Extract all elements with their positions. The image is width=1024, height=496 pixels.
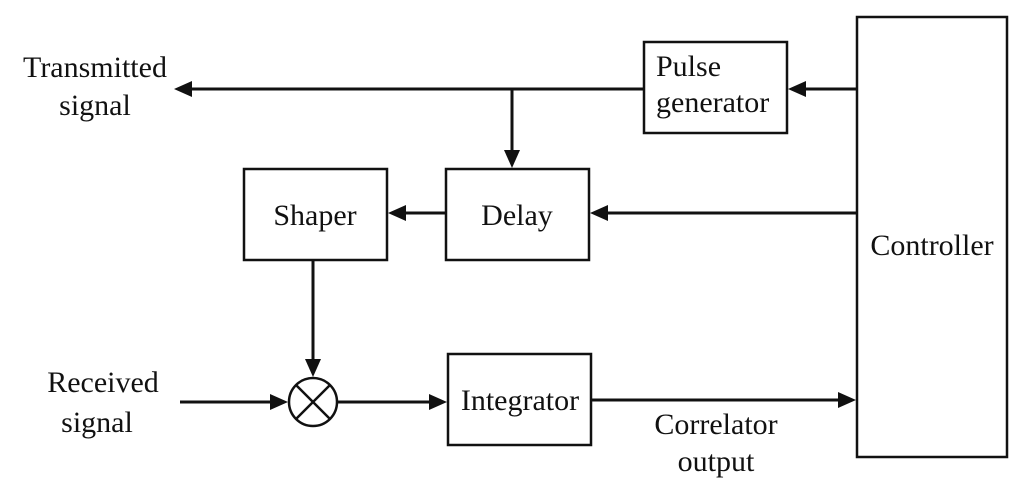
controller-label: Controller <box>870 229 993 262</box>
pulse-generator-block: Pulse generator <box>642 40 789 135</box>
received-signal-label-line1: Received <box>47 366 159 399</box>
pulse-generator-label-line2: generator <box>656 86 769 119</box>
shaper-block: Shaper <box>242 167 389 262</box>
arrow-controller-to-delay <box>590 205 857 221</box>
arrow-received-to-multiplier <box>180 394 288 410</box>
shaper-label: Shaper <box>273 199 356 232</box>
pulse-generator-label-line1: Pulse <box>656 50 721 83</box>
arrow-shaper-to-multiplier <box>305 260 321 377</box>
received-signal-label-line2: signal <box>61 406 133 439</box>
transmitted-signal-label-line1: Transmitted <box>23 51 167 84</box>
integrator-block: Integrator <box>446 352 593 447</box>
delay-block: Delay <box>444 167 591 262</box>
arrow-multiplier-to-integrator <box>337 394 447 410</box>
arrow-delay-to-shaper <box>388 205 446 221</box>
arrow-transmitted-signal <box>174 81 644 97</box>
transmitted-signal-label-line2: signal <box>59 89 131 122</box>
arrow-correlator-output <box>591 392 856 408</box>
delay-label: Delay <box>481 199 553 232</box>
arrow-tap-to-delay <box>504 89 520 168</box>
arrow-controller-to-pulse-generator <box>788 81 857 97</box>
integrator-label: Integrator <box>461 384 579 417</box>
correlator-output-label-line2: output <box>678 445 755 478</box>
controller-block: Controller <box>855 15 1009 459</box>
multiplier-icon <box>287 376 339 428</box>
correlator-output-label-line1: Correlator <box>654 408 777 441</box>
